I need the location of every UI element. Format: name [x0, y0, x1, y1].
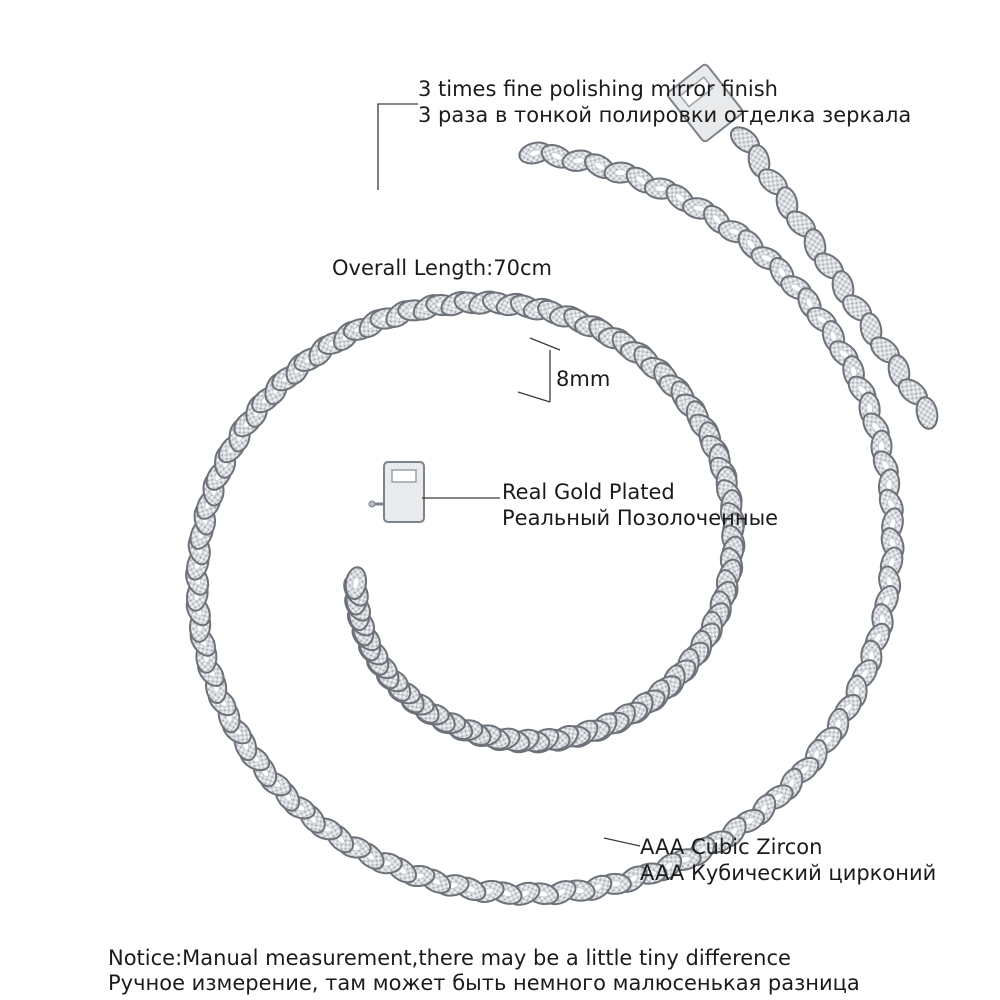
- plating-russian: Реальный Позолоченные: [502, 506, 779, 530]
- chain-link-opening: [654, 185, 668, 193]
- polishing-english: 3 times fine polishing mirror finish: [418, 77, 778, 101]
- measurement-notice: Notice:Manual measurement,there may be a…: [108, 946, 860, 996]
- polishing-annotation: 3 times fine polishing mirror finish 3 р…: [418, 76, 911, 128]
- stones-english: AAA Cubic Zircon: [640, 835, 823, 859]
- width-value: 8mm: [556, 367, 611, 391]
- polishing-russian: 3 раза в тонкой полировки отделка зеркал…: [418, 103, 912, 127]
- chain-link-opening: [352, 576, 360, 590]
- clasp-inner: [368, 461, 425, 523]
- clasp-outer: [666, 63, 744, 143]
- length-annotation: Overall Length:70cm: [332, 255, 552, 281]
- length-value: 70cm: [493, 256, 552, 280]
- plating-english: Real Gold Plated: [502, 480, 675, 504]
- stones-annotation: AAA Cubic Zircon AAA Кубический цирконий: [640, 834, 936, 886]
- chain-links: [185, 126, 939, 906]
- notice-english: Notice:Manual measurement,there may be a…: [108, 946, 791, 970]
- plating-annotation: Real Gold Plated Реальный Позолоченные: [502, 479, 778, 531]
- chain-link: [915, 396, 939, 430]
- chain-link-opening: [614, 169, 627, 177]
- notice-russian: Ручное измерение, там может быть немного…: [108, 971, 860, 995]
- length-label: Overall Length:: [332, 256, 494, 280]
- leader-lines: [377, 103, 641, 847]
- width-annotation: 8mm: [556, 366, 610, 392]
- stones-russian: AAA Кубический цирконий: [640, 861, 937, 885]
